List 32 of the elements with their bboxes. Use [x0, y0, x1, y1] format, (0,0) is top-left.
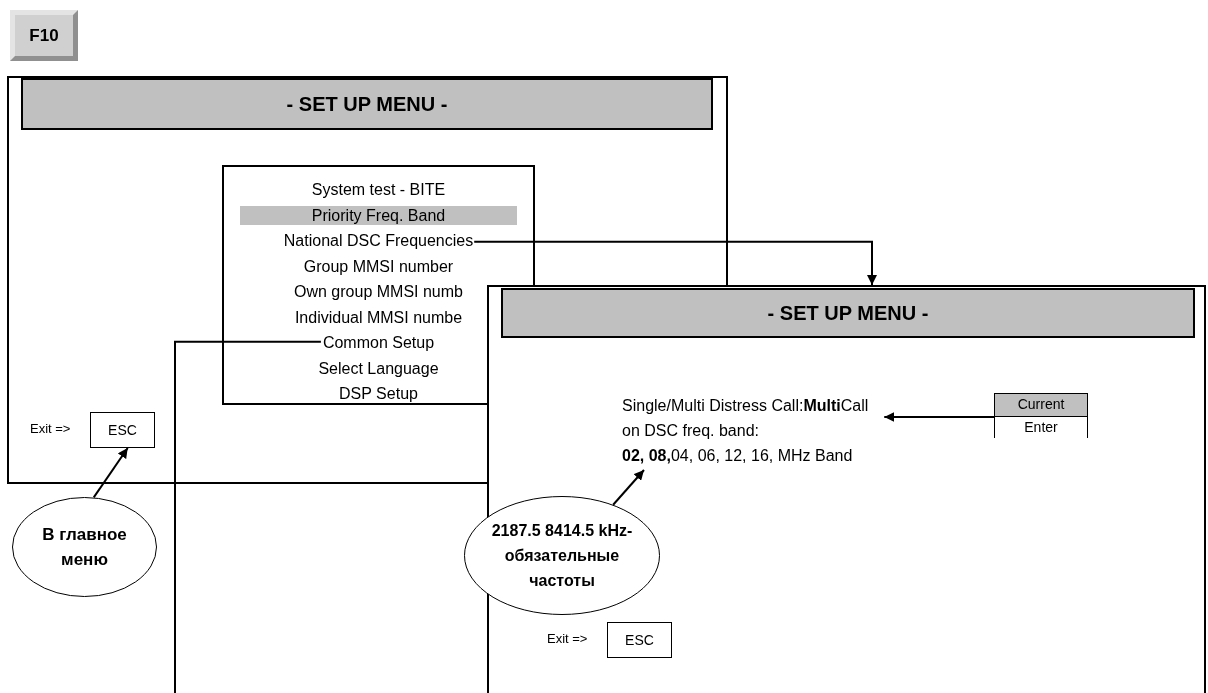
- menu-item: Own group MMSI numb: [294, 279, 463, 305]
- menu-item: Common Setup: [322, 330, 435, 356]
- arrow: [612, 469, 645, 506]
- f10-key: F10: [10, 10, 78, 61]
- arrow: [883, 412, 995, 422]
- menu-window: [487, 285, 1206, 693]
- exit-label: Exit =>: [547, 631, 588, 646]
- menu-item: Individual MMSI numbe: [294, 304, 463, 330]
- callout-bubble: [464, 496, 660, 615]
- menu-item: Group MMSI number: [303, 253, 454, 279]
- exit-label: Exit =>: [30, 421, 71, 436]
- arrow: [473, 240, 877, 286]
- selected-menu-item: Priority Freq. Band: [240, 205, 517, 225]
- menu-item: National DSC Frequencies: [283, 228, 474, 254]
- menu-item: System test - BITE: [311, 177, 446, 203]
- menu-item: Select Language: [318, 355, 439, 381]
- callout-bubble: [12, 497, 157, 597]
- connector-line: [174, 340, 322, 693]
- callout-text: В главное меню: [41, 524, 128, 571]
- menu-list-box: [222, 165, 535, 405]
- window-title: - SET UP MENU -: [501, 288, 1195, 338]
- menu-item: DSP Setup: [339, 381, 418, 407]
- esc-key: ESC: [607, 622, 672, 658]
- window-title: - SET UP MENU -: [21, 78, 713, 130]
- setting-text: Single/Multi Distress Call:MultiCall: [622, 396, 869, 416]
- option-selector: [994, 393, 1088, 438]
- current-option: Current: [995, 394, 1087, 417]
- callout-text: 2187.5 8414.5 kHz- обязательные частоты: [490, 521, 634, 591]
- arrow: [92, 447, 129, 499]
- setting-text: 02, 08,04, 06, 12, 16, MHz Band: [622, 446, 854, 466]
- esc-key: ESC: [90, 412, 155, 448]
- setting-text: on DSC freq. band:: [622, 421, 760, 441]
